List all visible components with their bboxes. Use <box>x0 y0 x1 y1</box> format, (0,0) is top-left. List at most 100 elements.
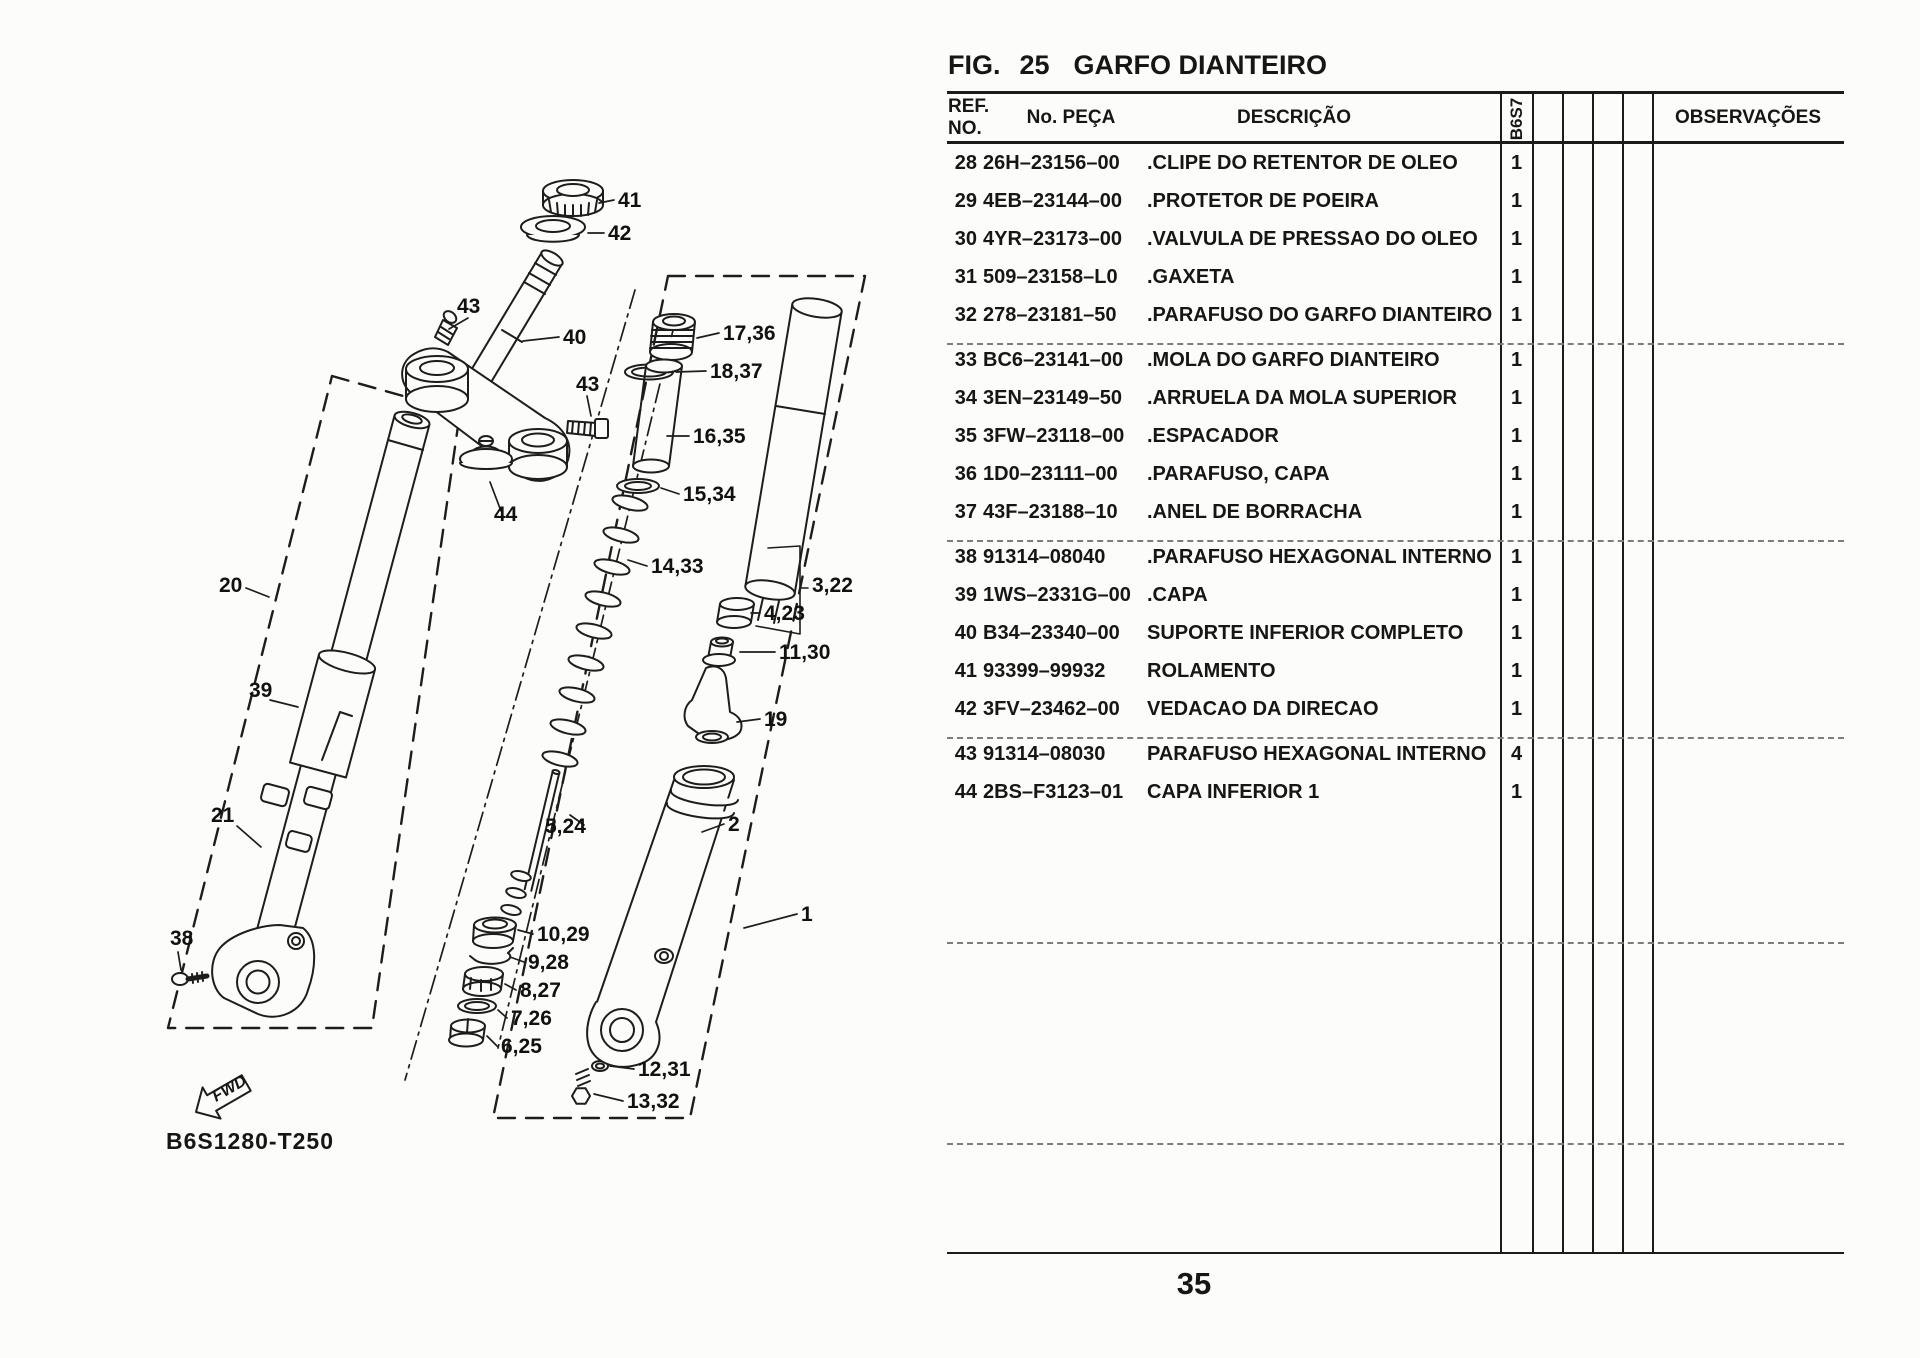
leader-line <box>569 814 585 826</box>
description-cell: VEDACAO DA DIRECAO <box>1147 698 1379 720</box>
part-label: 40 <box>563 326 586 349</box>
leader-line <box>177 951 182 971</box>
slide-bushing-lower <box>448 1018 486 1048</box>
ref-cell: 40 <box>954 622 977 644</box>
ref-cell: 41 <box>954 660 977 682</box>
leader-line <box>489 481 502 512</box>
leader-line <box>696 332 720 339</box>
leader-line <box>509 956 525 963</box>
bearing <box>542 179 604 217</box>
steering-stem <box>463 249 564 395</box>
part-label: 9,28 <box>528 951 569 974</box>
ref-cell: 39 <box>954 584 977 606</box>
part-number-cell: 3FW–23118–00 <box>983 425 1125 447</box>
quantity-cell: 4 <box>1510 743 1523 765</box>
ref-cell: 34 <box>954 387 977 409</box>
leader-line <box>598 199 615 204</box>
right-assembly-boundary <box>491 274 867 1120</box>
spacer <box>632 358 683 474</box>
quantity-cell: 1 <box>1510 266 1523 288</box>
quantity-cell: 1 <box>1510 584 1523 606</box>
header-description: DESCRIÇÃO <box>1236 107 1352 128</box>
part-number-cell: 4YR–23173–00 <box>983 228 1123 250</box>
part-label: 43 <box>457 295 480 318</box>
part-number-cell: 2BS–F3123–01 <box>983 781 1124 803</box>
ref-cell: 31 <box>954 266 977 288</box>
part-number-cell: 3EN–23149–50 <box>983 387 1123 409</box>
part-number-cell: 26H–23156–00 <box>983 152 1120 174</box>
header-ref-line1: REF. <box>948 96 990 117</box>
part-label: 21 <box>211 804 235 827</box>
description-cell: .MOLA DO GARFO DIANTEIRO <box>1147 349 1440 371</box>
ref-cell: 43 <box>954 743 977 765</box>
tube-lugs <box>260 782 333 853</box>
retainer-clip <box>469 947 514 965</box>
part-label: 18,37 <box>710 360 763 383</box>
part-number-cell: 43F–23188–10 <box>983 501 1118 523</box>
part-number-cell: 3FV–23462–00 <box>983 698 1120 720</box>
leader-line <box>586 395 592 417</box>
header-observations: OBSERVAÇÕES <box>1674 107 1822 128</box>
description-cell: .CAPA <box>1147 584 1208 606</box>
collar <box>702 636 736 667</box>
fig-number: 25 <box>1019 50 1050 80</box>
under-bracket <box>401 347 571 482</box>
part-number-cell: 509–23158–L0 <box>983 266 1118 288</box>
washer-ring <box>457 998 497 1014</box>
page-number: 35 <box>1176 1266 1212 1301</box>
center-line <box>497 317 677 1049</box>
table-top-line <box>947 91 1844 94</box>
leader-line <box>627 559 648 567</box>
quantity-cell: 1 <box>1510 698 1523 720</box>
part-label: 38 <box>170 927 194 950</box>
ref-cell: 29 <box>954 190 977 212</box>
column-line <box>1500 93 1502 1252</box>
part-label: 14,33 <box>651 555 704 578</box>
clamp-bolt-upper <box>434 310 458 346</box>
ref-cell: 44 <box>954 781 977 803</box>
ref-cell: 36 <box>954 463 977 485</box>
quantity-cell: 1 <box>1510 425 1523 447</box>
header-ref-line2: NO. <box>948 118 982 139</box>
description-cell: CAPA INFERIOR 1 <box>1147 781 1320 803</box>
leader-line <box>660 487 680 495</box>
part-label: 4,23 <box>764 602 805 625</box>
group-separator <box>947 343 1844 345</box>
ref-cell: 30 <box>954 228 977 250</box>
description-cell: .ANEL DE BORRACHA <box>1147 501 1363 523</box>
ref-cell: 38 <box>954 546 977 568</box>
part-label: 17,36 <box>723 322 776 345</box>
part-label: 2 <box>728 813 740 836</box>
leader-line <box>245 587 270 598</box>
steering-seal <box>520 215 586 243</box>
quantity-cell: 1 <box>1510 622 1523 644</box>
fwd-arrow <box>195 1074 252 1120</box>
description-cell: .VALVULA DE PRESSAO DO OLEO <box>1147 228 1478 250</box>
part-number-cell: 91314–08030 <box>983 743 1106 765</box>
group-separator <box>947 1143 1844 1145</box>
leader-line <box>448 317 469 330</box>
part-label: 44 <box>494 503 518 526</box>
part-number-cell: 1D0–23111–00 <box>983 463 1118 485</box>
upper-tube <box>744 297 843 624</box>
description-cell: .PARAFUSO DO GARFO DIANTEIRO <box>1147 304 1493 326</box>
part-label: 5,24 <box>545 815 586 838</box>
part-label: 6,25 <box>501 1035 542 1058</box>
part-label: 3,22 <box>812 574 853 597</box>
drawing-code: B6S1280-T250 <box>166 1128 334 1154</box>
quantity-cell: 1 <box>1510 349 1523 371</box>
leader-line <box>522 336 560 342</box>
column-line <box>1652 93 1654 1252</box>
fig-label: FIG. <box>948 50 1001 80</box>
column-line <box>1622 93 1624 1252</box>
part-label: 1 <box>801 903 813 926</box>
leader-line <box>269 699 299 708</box>
table-header-line <box>947 141 1844 144</box>
part-number-cell: 93399–99932 <box>983 660 1106 682</box>
